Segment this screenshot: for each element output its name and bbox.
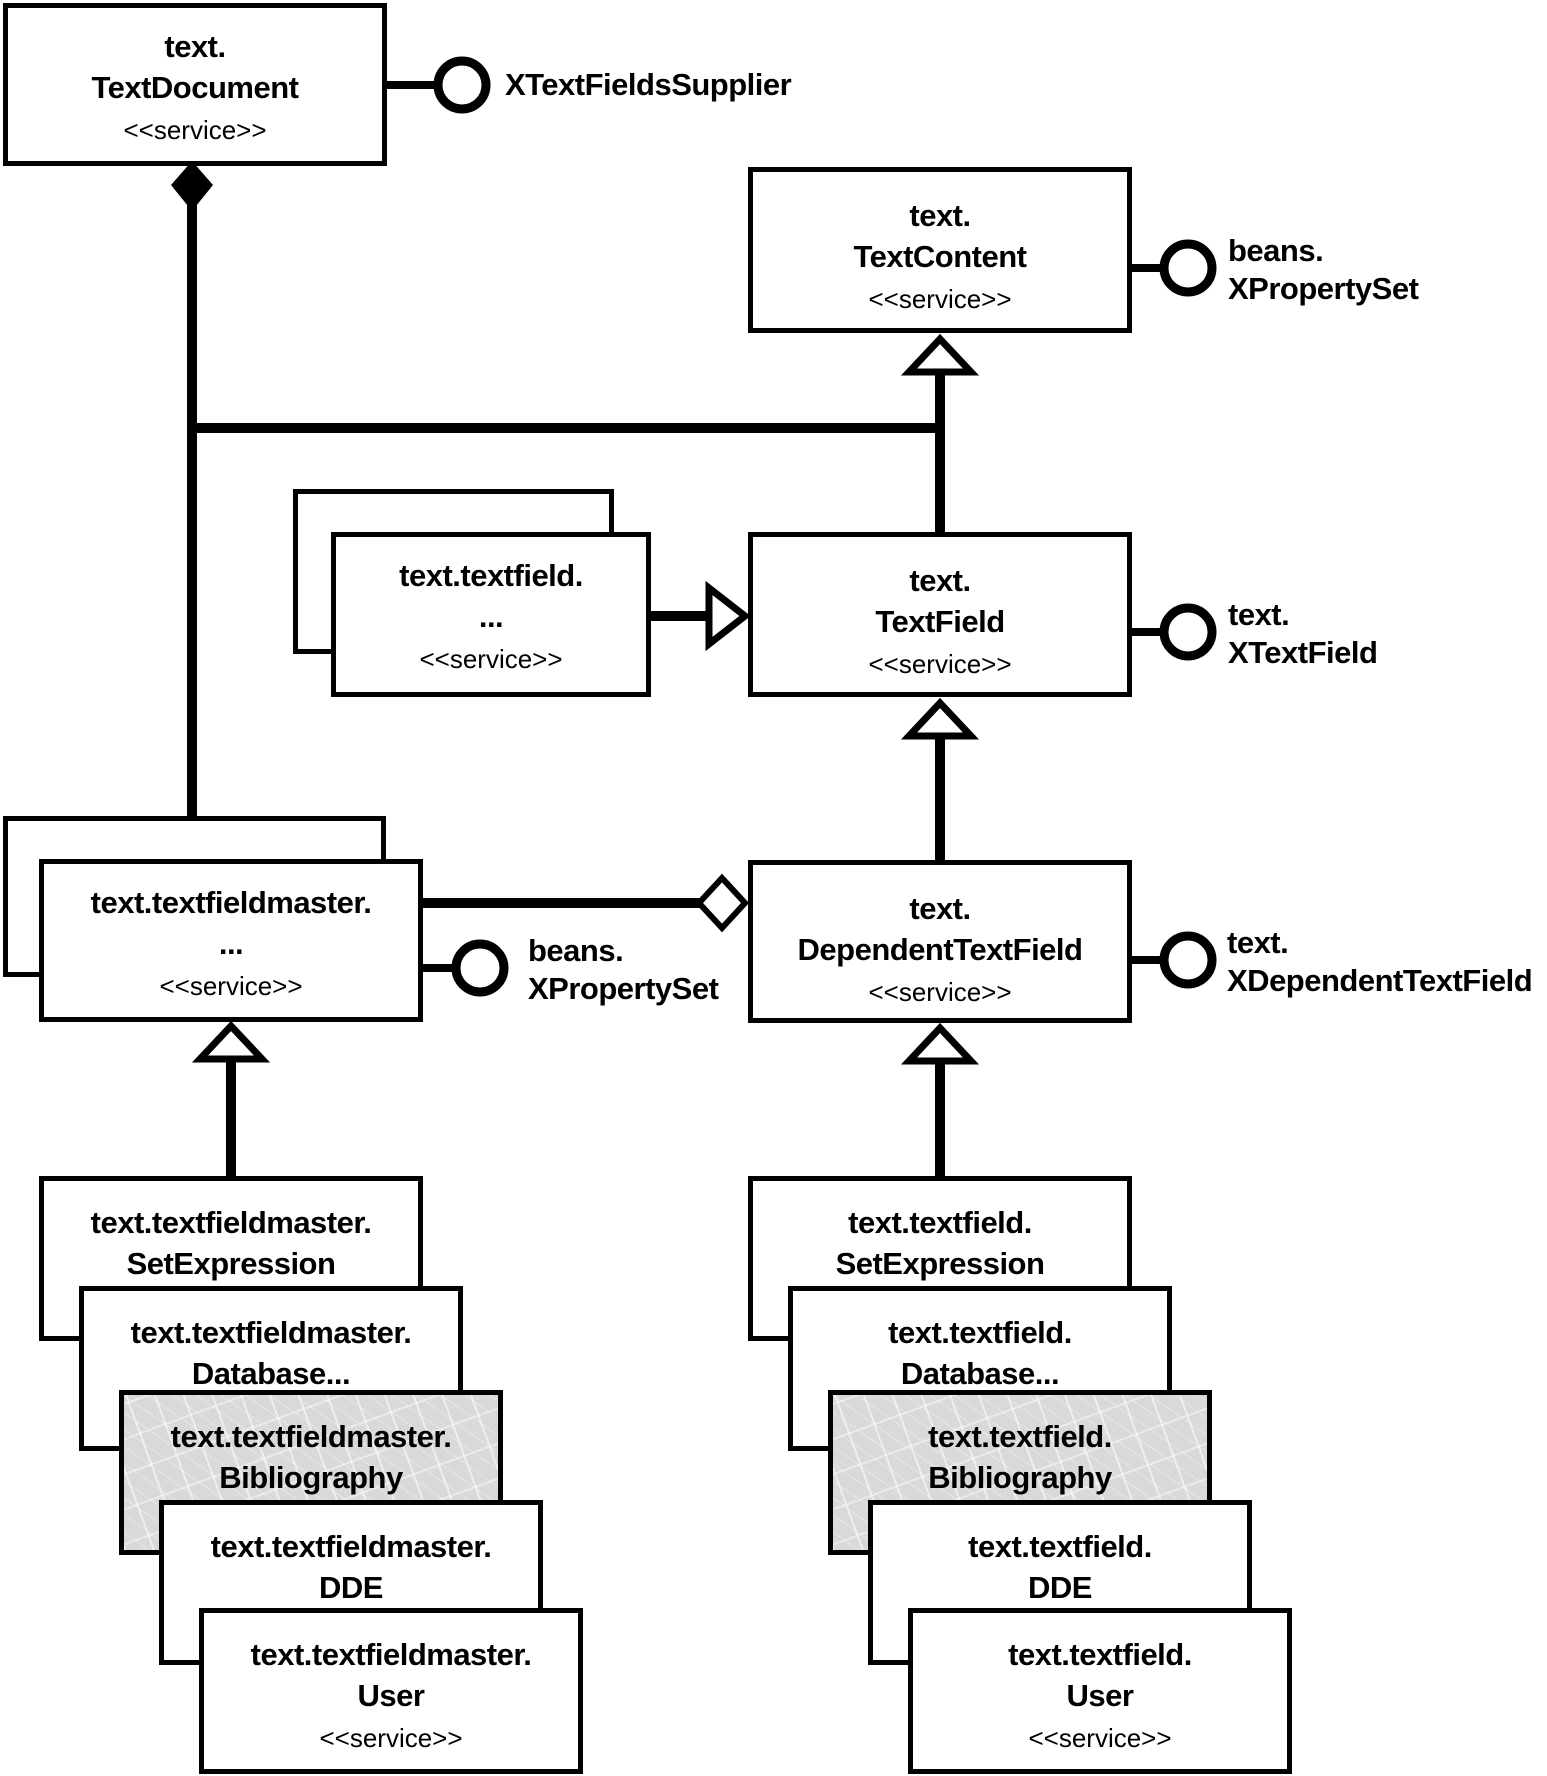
service-name: text.textfieldmaster.	[170, 1419, 452, 1454]
service-name: text.	[909, 891, 971, 926]
service-name: text.textfield.	[928, 1419, 1112, 1454]
interface-name: text.	[1227, 925, 1289, 960]
inheritance-line-dependenttextfield-textfield	[900, 697, 980, 860]
inheritance-line-textfield-textcontent	[900, 333, 980, 532]
service-name: TextContent	[853, 239, 1027, 274]
interface-circle-icon	[1159, 239, 1217, 297]
generalization-triangle-icon	[705, 580, 751, 652]
service-box-textfield-stack: text.textfield. ... <<service>>	[331, 532, 651, 697]
composition-diamond-icon	[171, 161, 213, 211]
inheritance-line-textfieldmaster-cascade	[191, 1020, 271, 1176]
service-box-dependenttextfield: text. DependentTextField <<service>>	[748, 860, 1132, 1023]
service-name: TextDocument	[91, 70, 299, 105]
service-name: text.	[909, 563, 971, 598]
interface-label-xtextfieldssupplier: XTextFieldsSupplier	[505, 66, 792, 104]
lollipop-text-xtextfield	[1131, 603, 1217, 661]
stereotype-label: <<service>>	[419, 644, 563, 674]
interface-label-beans-xpropertyset-textfieldmaster: beans. XPropertySet	[528, 932, 719, 1008]
service-name: text.textfield.	[399, 558, 583, 593]
service-name: DDE	[319, 1570, 383, 1605]
inheritance-triangle-icon	[900, 333, 980, 376]
service-name: Bibliography	[928, 1460, 1112, 1495]
stereotype-label: <<service>>	[159, 971, 303, 1001]
service-name: text.textfieldmaster.	[250, 1637, 532, 1672]
service-name: text.textfield.	[888, 1315, 1072, 1350]
service-name: text.textfieldmaster.	[130, 1315, 412, 1350]
interface-name: XTextField	[1228, 635, 1378, 670]
service-name: text.textfieldmaster.	[210, 1529, 492, 1564]
service-name: Database...	[191, 1356, 351, 1391]
generalization-arrow-textfieldstack-textfield	[650, 580, 751, 652]
interface-label-beans-xpropertyset-textcontent: beans. XPropertySet	[1228, 232, 1419, 308]
service-box-textfieldmaster-user: text.textfieldmaster. User <<service>>	[199, 1608, 583, 1774]
service-name: Bibliography	[219, 1460, 403, 1495]
service-name: text.textfield.	[848, 1205, 1032, 1240]
service-name: User	[1066, 1678, 1134, 1713]
aggregation-line-textfieldmaster-dependenttextfield	[423, 873, 750, 933]
interface-label-text-xdependenttextfield: text. XDependentTextField	[1227, 924, 1533, 1000]
interface-circle-icon	[1159, 931, 1217, 989]
inheritance-triangle-icon	[191, 1020, 271, 1063]
interface-circle-icon	[451, 939, 509, 997]
service-name: text.textfieldmaster.	[90, 1205, 372, 1240]
stereotype-label: <<service>>	[123, 115, 267, 145]
service-name: ...	[218, 926, 244, 961]
inheritance-triangle-icon	[900, 1022, 980, 1065]
service-box-textfield-user: text.textfield. User <<service>>	[908, 1608, 1292, 1774]
interface-name: XTextFieldsSupplier	[505, 67, 792, 102]
service-name: TextField	[875, 604, 1005, 639]
aggregation-diamond-icon	[694, 873, 750, 933]
service-name: User	[357, 1678, 425, 1713]
interface-name: XDependentTextField	[1227, 963, 1533, 998]
service-name: SetExpression	[835, 1246, 1045, 1281]
inheritance-triangle-icon	[900, 697, 980, 740]
service-name: text.textfield.	[1008, 1637, 1192, 1672]
interface-name: XPropertySet	[528, 971, 719, 1006]
service-name: DDE	[1028, 1570, 1092, 1605]
interface-name: beans.	[528, 933, 624, 968]
service-name: text.	[909, 198, 971, 233]
service-name: text.textfield.	[968, 1529, 1152, 1564]
service-box-textdocument: text. TextDocument <<service>>	[3, 3, 387, 166]
stereotype-label: <<service>>	[868, 649, 1012, 679]
stereotype-label: <<service>>	[319, 1723, 463, 1753]
interface-label-text-xtextfield: text. XTextField	[1228, 596, 1378, 672]
stereotype-label: <<service>>	[868, 977, 1012, 1007]
service-box-textfieldmaster-stack: text.textfieldmaster. ... <<service>>	[39, 859, 423, 1022]
lollipop-beans-xpropertyset-textfieldmaster	[423, 939, 509, 997]
service-name: ...	[478, 599, 504, 634]
inheritance-line-textfield-cascade	[900, 1022, 980, 1176]
service-name: Database...	[900, 1356, 1060, 1391]
interface-name: beans.	[1228, 233, 1324, 268]
lollipop-beans-xpropertyset-textcontent	[1131, 239, 1217, 297]
service-box-textfield: text. TextField <<service>>	[748, 532, 1132, 697]
interface-name: text.	[1228, 597, 1290, 632]
lollipop-xtextfieldssupplier	[387, 56, 491, 114]
service-name: text.textfieldmaster.	[90, 885, 372, 920]
service-name: SetExpression	[126, 1246, 336, 1281]
service-name: DependentTextField	[797, 932, 1083, 967]
service-box-textcontent: text. TextContent <<service>>	[748, 167, 1132, 333]
lollipop-text-xdependenttextfield	[1131, 931, 1217, 989]
composition-line-textdocument	[171, 161, 945, 816]
interface-name: XPropertySet	[1228, 271, 1419, 306]
interface-circle-icon	[1159, 603, 1217, 661]
interface-circle-icon	[433, 56, 491, 114]
service-name: text.	[164, 29, 226, 64]
stereotype-label: <<service>>	[1028, 1723, 1172, 1753]
stereotype-label: <<service>>	[868, 284, 1012, 314]
